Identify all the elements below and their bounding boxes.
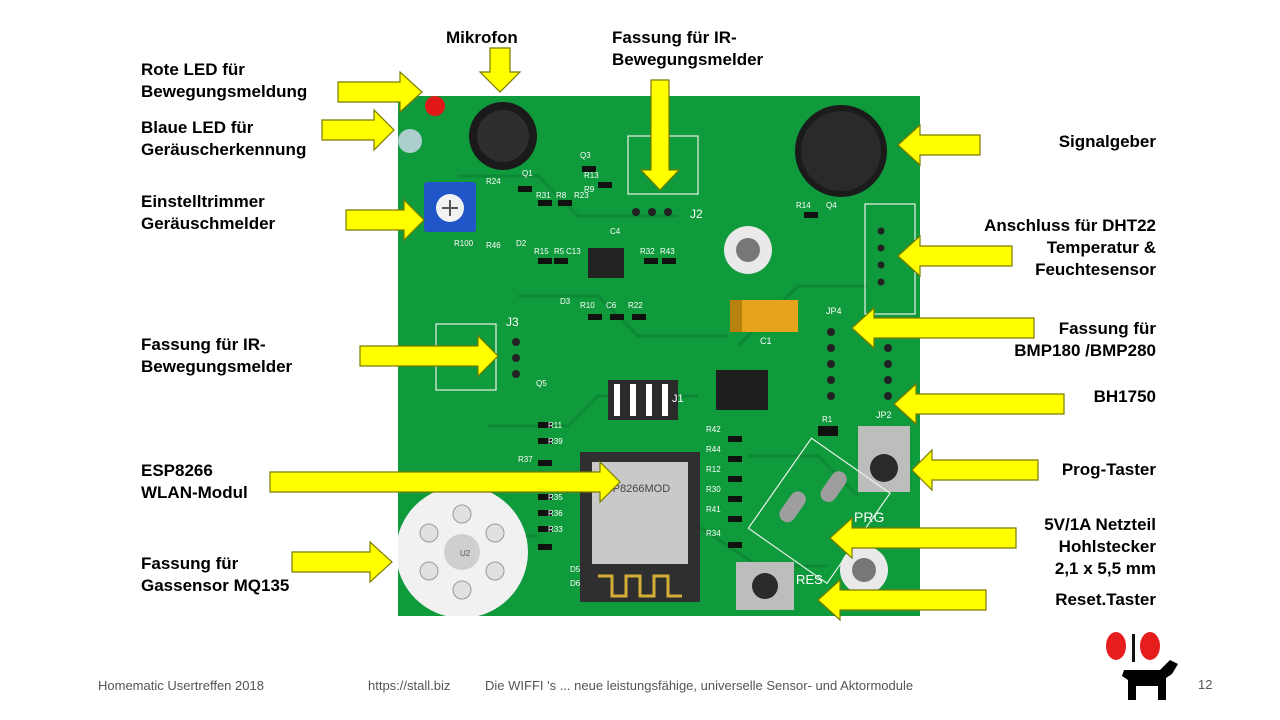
svg-text:D5: D5: [570, 565, 581, 574]
svg-text:R43: R43: [660, 247, 675, 256]
label-bmp: Fassung für BMP180 /BMP280: [1014, 319, 1156, 360]
label-gassensor: Fassung für Gassensor MQ135: [141, 554, 290, 595]
svg-text:R30: R30: [706, 485, 721, 494]
label-signalgeber: Signalgeber: [1058, 132, 1156, 151]
arrow-signalgeber: [897, 123, 981, 167]
svg-text:R100: R100: [454, 239, 474, 248]
svg-text:R39: R39: [548, 437, 563, 446]
svg-text:R23: R23: [574, 191, 589, 200]
label-reset: Reset.Taster: [1055, 590, 1156, 609]
label-rote-led: Rote LED für Bewegungsmeldung: [141, 60, 308, 101]
label-dht22: Anschluss für DHT22 Temperatur & Feuchte…: [984, 216, 1156, 279]
arrow-mikrofon: [478, 47, 522, 93]
svg-text:R13: R13: [584, 171, 599, 180]
svg-text:R24: R24: [486, 177, 501, 186]
arrow-reset: [817, 578, 987, 622]
arrow-ir-links: [359, 334, 499, 378]
svg-text:R35: R35: [548, 493, 563, 502]
stall-logo-icon: [1106, 632, 1178, 700]
arrow-prog: [911, 448, 1039, 492]
arrow-netzteil: [829, 516, 1017, 560]
svg-text:R46: R46: [486, 241, 501, 250]
pcb-label-u2: U2: [460, 549, 471, 558]
pcb-label-c1: C1: [760, 336, 772, 346]
svg-text:D3: D3: [560, 297, 571, 306]
svg-text:R42: R42: [706, 425, 721, 434]
svg-text:D6: D6: [570, 579, 581, 588]
arrow-esp: [269, 460, 621, 504]
arrow-ir-oben: [639, 79, 681, 191]
svg-text:D2: D2: [516, 239, 527, 248]
svg-text:Q5: Q5: [536, 379, 547, 388]
arrow-dht22: [897, 234, 1013, 278]
svg-text:R36: R36: [548, 509, 563, 518]
svg-text:R34: R34: [706, 529, 721, 538]
svg-text:C13: C13: [566, 247, 581, 256]
svg-text:Q4: Q4: [826, 201, 837, 210]
arrow-gassensor: [291, 540, 393, 584]
arrow-blaue-led: [321, 108, 395, 152]
arrow-trimmer: [345, 198, 425, 242]
svg-text:R44: R44: [706, 445, 721, 454]
footer-title: Die WIFFI 's ... neue leistungsfähige, u…: [485, 678, 914, 693]
svg-text:R14: R14: [796, 201, 811, 210]
svg-text:R22: R22: [628, 301, 643, 310]
svg-text:R1: R1: [822, 415, 833, 424]
svg-text:R32: R32: [640, 247, 655, 256]
svg-text:R15: R15: [534, 247, 549, 256]
svg-text:R12: R12: [706, 465, 721, 474]
label-bh1750: BH1750: [1093, 387, 1156, 406]
pcb-label-j1: J1: [672, 393, 684, 405]
svg-text:C6: C6: [606, 301, 617, 310]
pcb-label-jp4: JP4: [826, 306, 842, 316]
svg-text:Q1: Q1: [522, 169, 533, 178]
svg-text:R10: R10: [580, 301, 595, 310]
footer-url-link[interactable]: https://stall.biz: [368, 678, 451, 693]
label-esp: ESP8266 WLAN-Modul: [141, 461, 248, 502]
label-mikrofon: Mikrofon: [446, 28, 518, 47]
svg-text:R11: R11: [548, 421, 563, 430]
label-prog: Prog-Taster: [1061, 460, 1156, 479]
arrow-bh1750: [893, 382, 1065, 426]
label-trimmer: Einstelltrimmer Geräuschmelder: [141, 192, 276, 233]
svg-text:R41: R41: [706, 505, 721, 514]
svg-text:R9: R9: [584, 185, 595, 194]
svg-text:C4: C4: [610, 227, 621, 236]
page-number: 12: [1198, 677, 1213, 692]
label-ir-links: Fassung für IR- Bewegungsmelder: [141, 335, 293, 376]
label-blaue-led: Blaue LED für Geräuscherkennung: [141, 118, 307, 159]
svg-text:R31: R31: [536, 191, 551, 200]
arrow-bmp: [851, 306, 1035, 350]
svg-text:R37: R37: [518, 455, 533, 464]
label-ir-oben: Fassung für IR- Bewegungsmelder: [612, 28, 764, 69]
pcb-label-jp2: JP2: [876, 410, 892, 420]
svg-text:R5: R5: [554, 247, 565, 256]
pcb-label-j2: J2: [690, 207, 703, 221]
arrow-rote-led: [337, 70, 423, 114]
svg-text:R33: R33: [548, 525, 563, 534]
pcb-label-j3: J3: [506, 315, 519, 329]
svg-text:R8: R8: [556, 191, 567, 200]
footer-event: Homematic Usertreffen 2018: [98, 678, 264, 693]
label-netzteil: 5V/1A Netzteil Hohlstecker 2,1 x 5,5 mm: [1044, 515, 1156, 578]
svg-text:Q3: Q3: [580, 151, 591, 160]
